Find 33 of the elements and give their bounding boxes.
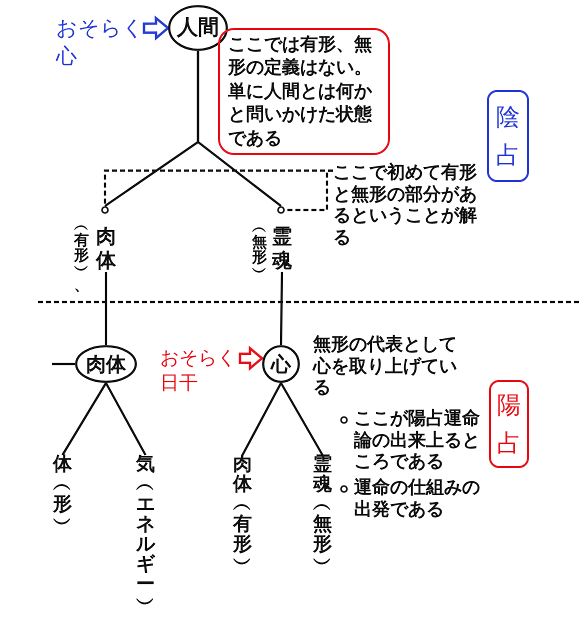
vertical-label: 肉体︵有形︶	[233, 455, 252, 575]
connector-line	[105, 382, 146, 456]
note-text: 運命の仕組みの出発である	[354, 477, 481, 520]
note-box: ここでは有形、無形の定義はない。単に人間とは何かと問いかけた状態である	[218, 28, 390, 155]
circle-node: 心	[262, 345, 300, 383]
annotation-text: おそらく心	[56, 14, 144, 71]
connector-line	[196, 51, 282, 207]
connector-line	[52, 362, 75, 366]
small-circle	[101, 206, 109, 214]
connector-line	[62, 382, 107, 456]
note-text: 無形の代表として心を取り上げている	[313, 334, 458, 399]
ellipse-node: 人間	[168, 5, 228, 51]
ellipse-node: 肉体	[75, 345, 137, 383]
leader-line	[285, 170, 333, 212]
vertical-label: 霊魂	[272, 224, 292, 272]
vertical-label: 霊魂︵無形︶	[313, 455, 332, 575]
vertical-tag: 陽占	[489, 380, 529, 468]
vertical-label: ︵有形︶、	[74, 218, 89, 293]
connector-line	[280, 382, 324, 456]
small-circle	[277, 206, 285, 214]
note-text: ここで初めて有形と無形の部分があるということが解る	[333, 162, 485, 248]
block-arrow	[142, 16, 170, 41]
block-arrow	[238, 346, 264, 371]
vertical-tag: 陰占	[487, 90, 529, 182]
vertical-label: 体︵形︶	[53, 455, 72, 535]
connector-line	[280, 272, 284, 346]
vertical-label: ︵無形︶	[252, 220, 267, 280]
connector-line	[104, 272, 108, 345]
connector-line	[242, 382, 282, 456]
note-text: ここが陽占運命論の出来上るところである	[354, 408, 481, 473]
vertical-label: 肉体	[96, 224, 116, 272]
vertical-label: 気︵エネルギー︶	[136, 455, 155, 614]
annotation-text: おそらく日干	[160, 346, 240, 396]
